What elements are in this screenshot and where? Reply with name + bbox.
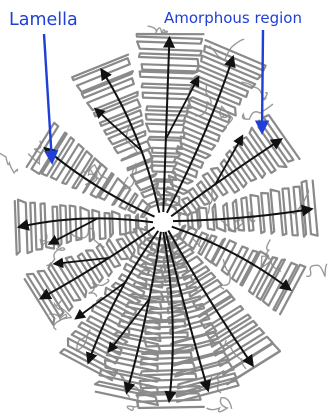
tie-chain xyxy=(0,145,18,173)
amorphous-region-label: Amorphous region xyxy=(164,8,302,28)
growth-arrow-arm-left xyxy=(19,218,153,227)
tie-chain xyxy=(207,398,232,412)
lamella-label: Lamella xyxy=(9,10,78,30)
amorphous-pointer-arrow xyxy=(262,30,263,132)
tie-chain xyxy=(242,104,272,119)
tie-chain xyxy=(306,264,327,277)
